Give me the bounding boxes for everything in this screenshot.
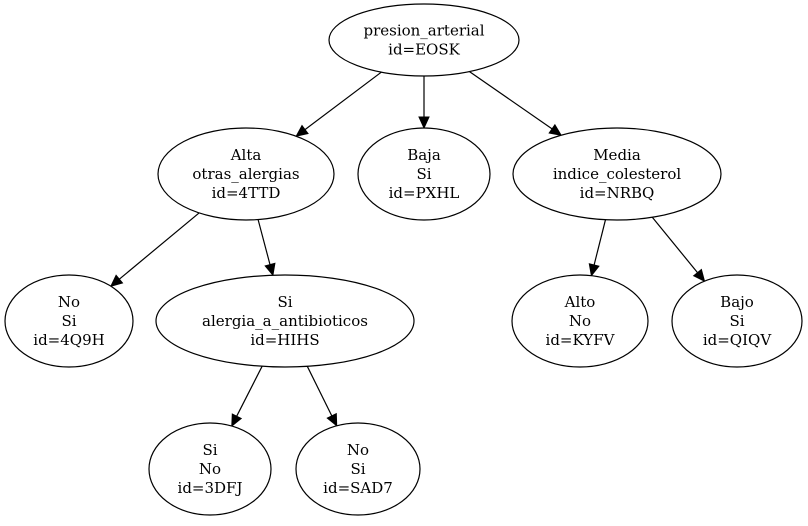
edge-line bbox=[236, 366, 263, 417]
node-label-line: Si bbox=[277, 293, 292, 311]
node-label-line: id=HIHS bbox=[250, 331, 319, 349]
node-label-line: id=EOSK bbox=[388, 41, 460, 59]
arrow-head bbox=[692, 268, 706, 283]
edge-hihs-to-sad7 bbox=[306, 366, 338, 427]
node-label-line: Si bbox=[416, 165, 431, 183]
node-label-line: id=PXHL bbox=[389, 184, 460, 202]
node-label-line: Bajo bbox=[720, 293, 754, 311]
node-ellipse bbox=[4, 274, 134, 368]
edge-line bbox=[593, 219, 607, 266]
node-label-line: Si bbox=[202, 441, 217, 459]
node-label-line: id=4Q9H bbox=[33, 331, 104, 349]
edge-nrbq-to-kyfv bbox=[588, 219, 607, 277]
node-ellipse bbox=[671, 274, 803, 368]
arrow-head bbox=[295, 124, 309, 137]
node-ellipse bbox=[148, 422, 272, 516]
node-ellipse bbox=[157, 127, 335, 221]
node-label-line: id=KYFV bbox=[546, 331, 616, 349]
node-label-line: Alta bbox=[230, 146, 262, 164]
node-label-line: No bbox=[569, 312, 591, 330]
edge-eosk-to-4ttd bbox=[295, 71, 382, 137]
arrow-head bbox=[264, 262, 276, 277]
node-label-line: id=4TTD bbox=[212, 184, 281, 202]
node-ellipse bbox=[295, 422, 421, 516]
edge-line bbox=[469, 71, 553, 130]
node-ellipse bbox=[155, 274, 415, 368]
node-label-line: presion_arterial bbox=[363, 22, 484, 40]
node-label-line: Si bbox=[350, 460, 365, 478]
arrow-head bbox=[588, 263, 600, 277]
arrow-head bbox=[231, 413, 243, 428]
node-ellipse bbox=[511, 274, 649, 368]
edge-eosk-to-pxhl bbox=[418, 76, 430, 130]
node-label-line: id=SAD7 bbox=[323, 479, 393, 497]
edge-nrbq-to-qiqv bbox=[651, 216, 706, 283]
node-label-line: alergia_a_antibioticos bbox=[202, 312, 368, 330]
node-label-line: No bbox=[58, 293, 80, 311]
edge-4ttd-to-4q9h bbox=[109, 212, 200, 287]
node-label-line: No bbox=[347, 441, 369, 459]
node-label-line: Media bbox=[593, 146, 641, 164]
node-label-line: Si bbox=[61, 312, 76, 330]
edge-hihs-to-3dfj bbox=[231, 366, 263, 428]
arrow-head bbox=[109, 274, 124, 287]
node-ellipse bbox=[357, 127, 491, 221]
node-label-line: Si bbox=[729, 312, 744, 330]
arrow-head bbox=[326, 412, 338, 427]
edge-eosk-to-nrbq bbox=[469, 71, 563, 136]
node-label-line: indice_colesterol bbox=[553, 165, 682, 183]
edge-line bbox=[306, 366, 333, 417]
edge-4ttd-to-hihs bbox=[257, 219, 276, 277]
arrow-head bbox=[548, 123, 563, 136]
edge-line bbox=[651, 216, 698, 273]
node-label-line: Baja bbox=[407, 146, 441, 164]
edges-layer bbox=[109, 71, 706, 428]
node-ellipse bbox=[512, 127, 722, 221]
node-ellipse bbox=[328, 3, 520, 77]
edge-line bbox=[257, 219, 271, 265]
node-label-line: id=NRBQ bbox=[580, 184, 655, 202]
node-label-line: No bbox=[199, 460, 221, 478]
node-label-line: otras_alergias bbox=[192, 165, 299, 183]
node-label-line: id=QIQV bbox=[703, 331, 772, 349]
node-label-line: id=3DFJ bbox=[178, 479, 243, 497]
edge-line bbox=[304, 71, 382, 131]
edge-line bbox=[118, 212, 200, 280]
arrow-head bbox=[418, 116, 430, 130]
node-label-line: Alto bbox=[564, 293, 596, 311]
